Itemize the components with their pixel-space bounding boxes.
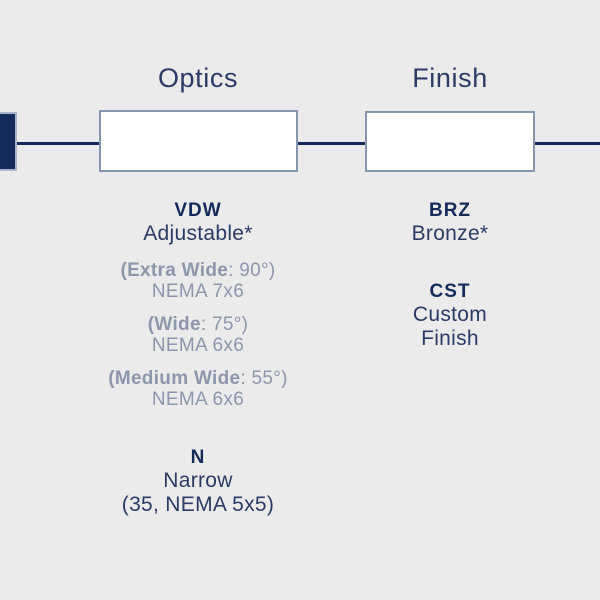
optics-options-column: VDW Adjustable* (Extra Wide: 90°) NEMA 7… <box>78 200 318 516</box>
variant-label: (Extra Wide: 90°) <box>78 260 318 281</box>
truncated-prefix-box <box>0 112 17 171</box>
option-code: CST <box>429 281 471 302</box>
variant-label: (Wide: 75°) <box>78 314 318 335</box>
option-vdw: VDW Adjustable* (Extra Wide: 90°) NEMA 7… <box>78 200 318 410</box>
variant-wide: (Wide: 75°) NEMA 6x6 <box>78 314 318 356</box>
option-name: Bronze* <box>411 222 489 245</box>
column-header-finish: Finish <box>412 63 488 93</box>
variant-label: (Medium Wide: 55°) <box>78 368 318 389</box>
variant-medium-wide: (Medium Wide: 55°) NEMA 6x6 <box>78 368 318 410</box>
column-header-optics: Optics <box>157 63 239 93</box>
variant-detail: NEMA 6x6 <box>151 389 245 410</box>
option-code: VDW <box>174 200 222 221</box>
option-brz: BRZ Bronze* <box>350 200 550 246</box>
variant-label-bold: (Medium Wide <box>108 368 241 389</box>
option-cst: CST Custom Finish <box>350 281 550 351</box>
option-code: BRZ <box>428 200 472 221</box>
variant-label-bold: (Wide <box>147 314 201 335</box>
finish-code-box <box>365 111 535 172</box>
variant-label-rest: : 90°) <box>228 260 276 281</box>
variant-detail: NEMA 6x6 <box>151 335 245 356</box>
variant-extra-wide: (Extra Wide: 90°) NEMA 7x6 <box>78 260 318 302</box>
option-code: N <box>190 447 206 468</box>
option-name: Narrow <box>163 469 233 492</box>
variant-label-rest: : 75°) <box>200 314 249 335</box>
option-detail: (35, NEMA 5x5) <box>121 493 275 516</box>
flow-connector-line <box>0 142 600 145</box>
option-n: N Narrow (35, NEMA 5x5) <box>78 447 318 516</box>
option-name: Custom Finish <box>412 303 488 350</box>
optics-code-box <box>99 110 298 172</box>
option-name: Adjustable* <box>143 222 253 245</box>
variant-label-bold: (Extra Wide <box>120 260 229 281</box>
variant-label-rest: : 55°) <box>240 368 288 389</box>
variant-detail: NEMA 7x6 <box>151 281 245 302</box>
finish-options-column: BRZ Bronze* CST Custom Finish <box>350 200 550 351</box>
